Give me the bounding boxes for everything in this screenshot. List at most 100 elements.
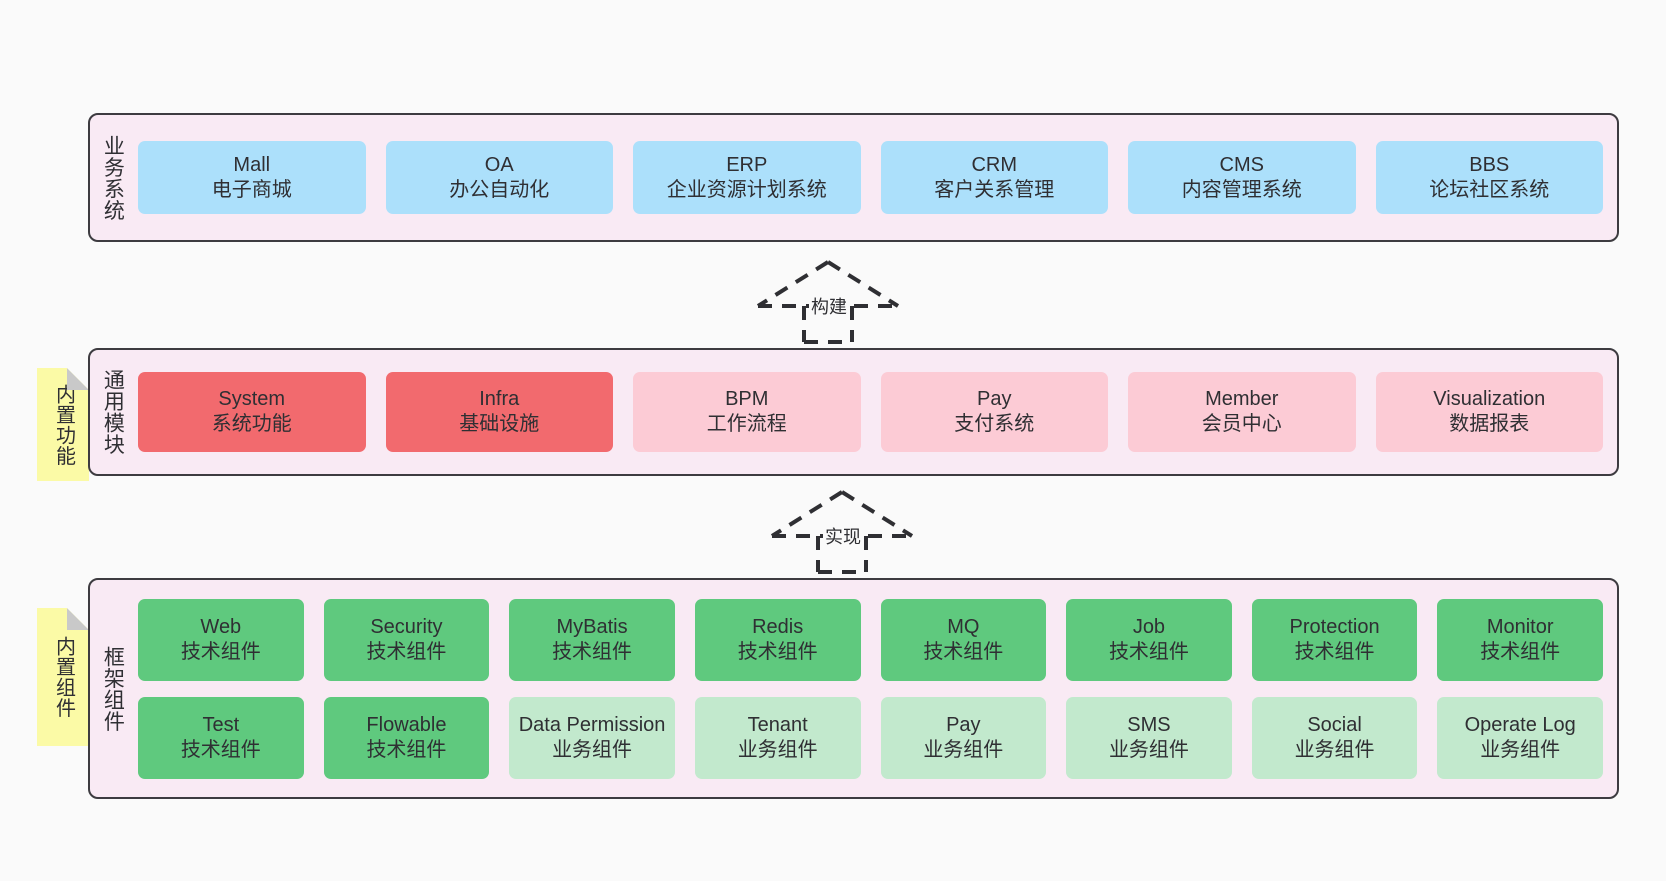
module-card-subtitle: 业务组件 [1294,738,1375,761]
module-card-subtitle: 办公自动化 [449,178,550,201]
module-card-title: Social [1307,713,1362,736]
layer-framework-component: 框架组件 Web 技术组件 Security 技术组件 MyBatis 技术组件… [88,578,1619,799]
module-card-pay-component[interactable]: Pay 业务组件 [880,696,1047,779]
module-card-visualization[interactable]: Visualization 数据报表 [1375,372,1603,452]
module-card-title: Protection [1289,615,1380,638]
module-card-subtitle: 论坛社区系统 [1429,178,1550,201]
module-card-security[interactable]: Security 技术组件 [323,598,490,681]
module-card-subtitle: 基础设施 [459,413,540,435]
module-card-subtitle: 业务组件 [1108,738,1189,761]
layer-common-module-title: 通用模块 [101,369,125,455]
module-card-subtitle: 支付系统 [954,413,1035,435]
module-card-subtitle: 数据报表 [1449,413,1530,435]
module-card-mq[interactable]: MQ 技术组件 [880,598,1047,681]
module-card-social[interactable]: Social 业务组件 [1251,696,1418,779]
module-card-title: CMS [1219,153,1264,176]
module-card-title: OA [484,153,514,176]
module-card-title: Security [370,615,443,638]
module-card-member[interactable]: Member 会员中心 [1128,372,1356,452]
module-card-subtitle: 技术组件 [1294,640,1375,663]
module-card-subtitle: 技术组件 [923,640,1004,663]
module-card-subtitle: 技术组件 [737,640,818,663]
module-card-subtitle: 内容管理系统 [1181,178,1302,201]
module-card-subtitle: 技术组件 [1480,640,1561,663]
module-card-subtitle: 技术组件 [366,640,447,663]
module-card-operate-log[interactable]: Operate Log 业务组件 [1437,696,1603,779]
note-builtin-components: 内置组件 [37,608,89,746]
module-card-title: Web [200,615,242,638]
dashed-generalization-arrow-icon [770,490,914,574]
module-card-subtitle: 业务组件 [552,738,633,761]
module-card-title: SMS [1127,713,1171,736]
module-card-title: MQ [947,615,980,638]
row: System 系统功能 Infra 基础设施 BPM 工作流程 Pay 支付系统… [138,372,1603,452]
note-builtin-features-label: 内置功能 [52,383,75,466]
module-card-oa[interactable]: OA 办公自动化 [385,141,613,214]
module-card-title: BBS [1469,153,1510,176]
module-card-subtitle: 业务组件 [923,738,1004,761]
module-card-title: Test [202,713,240,736]
module-card-sms[interactable]: SMS 业务组件 [1066,696,1232,779]
connector-build: 构建 [752,258,904,344]
connector-implement-label: 实现 [823,523,863,549]
layer-framework-component-body: Web 技术组件 Security 技术组件 MyBatis 技术组件 Redi… [134,580,1617,797]
module-card-subtitle: 技术组件 [1108,640,1189,663]
note-builtin-components-label: 内置组件 [52,636,75,718]
module-card-subtitle: 企业资源计划系统 [666,178,827,201]
module-card-mybatis[interactable]: MyBatis 技术组件 [509,598,675,681]
module-card-title: CRM [971,153,1018,176]
module-card-redis[interactable]: Redis 技术组件 [694,598,861,681]
module-card-pay[interactable]: Pay 支付系统 [880,372,1108,452]
module-card-job[interactable]: Job 技术组件 [1066,598,1232,681]
module-card-bbs[interactable]: BBS 论坛社区系统 [1375,141,1603,214]
module-card-erp[interactable]: ERP 企业资源计划系统 [633,141,861,214]
module-card-title: Monitor [1486,615,1554,638]
module-card-subtitle: 会员中心 [1201,413,1282,435]
layer-framework-component-title: 框架组件 [101,645,125,732]
layer-business-system: 业务系统 Mall 电子商城 OA 办公自动化 ERP 企业资源计划系统 CRM… [88,113,1619,242]
module-card-flowable[interactable]: Flowable 技术组件 [323,696,490,779]
layer-common-module: 通用模块 System 系统功能 Infra 基础设施 BPM 工作流程 Pay… [88,348,1619,476]
module-card-subtitle: 电子商城 [211,178,292,201]
module-card-subtitle: 技术组件 [180,738,261,761]
module-card-data-permission[interactable]: Data Permission 业务组件 [509,696,675,779]
module-card-title: Pay [977,388,1012,411]
dashed-generalization-arrow-icon [756,260,900,344]
module-card-cms[interactable]: CMS 内容管理系统 [1128,141,1356,214]
module-card-title: ERP [726,153,768,176]
connector-build-label: 构建 [809,293,849,319]
module-card-title: Job [1132,615,1166,638]
module-card-tenant[interactable]: Tenant 业务组件 [694,696,861,779]
module-card-monitor[interactable]: Monitor 技术组件 [1437,598,1603,681]
module-card-subtitle: 技术组件 [180,640,261,663]
module-card-crm[interactable]: CRM 客户关系管理 [880,141,1108,214]
row: Mall 电子商城 OA 办公自动化 ERP 企业资源计划系统 CRM 客户关系… [138,141,1603,214]
module-card-subtitle: 系统功能 [211,413,292,435]
connector-implement: 实现 [766,488,918,574]
module-card-system[interactable]: System 系统功能 [138,372,366,452]
module-card-title: Member [1205,388,1279,411]
layer-common-module-body: System 系统功能 Infra 基础设施 BPM 工作流程 Pay 支付系统… [134,350,1617,474]
module-card-subtitle: 业务组件 [737,738,818,761]
module-card-title: Pay [946,713,981,736]
module-card-web[interactable]: Web 技术组件 [138,598,304,681]
module-card-title: Redis [752,615,804,638]
module-card-protection[interactable]: Protection 技术组件 [1251,598,1418,681]
layer-business-system-title: 业务系统 [101,134,125,221]
module-card-title: Data Permission [518,713,666,736]
note-builtin-features: 内置功能 [37,368,89,481]
module-card-infra[interactable]: Infra 基础设施 [385,372,613,452]
module-card-subtitle: 客户关系管理 [934,178,1055,201]
module-card-bpm[interactable]: BPM 工作流程 [633,372,861,452]
module-card-title: System [218,388,286,411]
module-card-title: MyBatis [556,615,628,638]
note-fold-corner-icon [67,368,89,390]
module-card-test[interactable]: Test 技术组件 [138,696,304,779]
module-card-subtitle: 技术组件 [552,640,633,663]
layer-business-system-body: Mall 电子商城 OA 办公自动化 ERP 企业资源计划系统 CRM 客户关系… [134,115,1617,240]
module-card-title: Operate Log [1464,713,1576,736]
module-card-mall[interactable]: Mall 电子商城 [138,141,366,214]
module-card-subtitle: 工作流程 [706,413,787,435]
row: Web 技术组件 Security 技术组件 MyBatis 技术组件 Redi… [138,598,1603,681]
